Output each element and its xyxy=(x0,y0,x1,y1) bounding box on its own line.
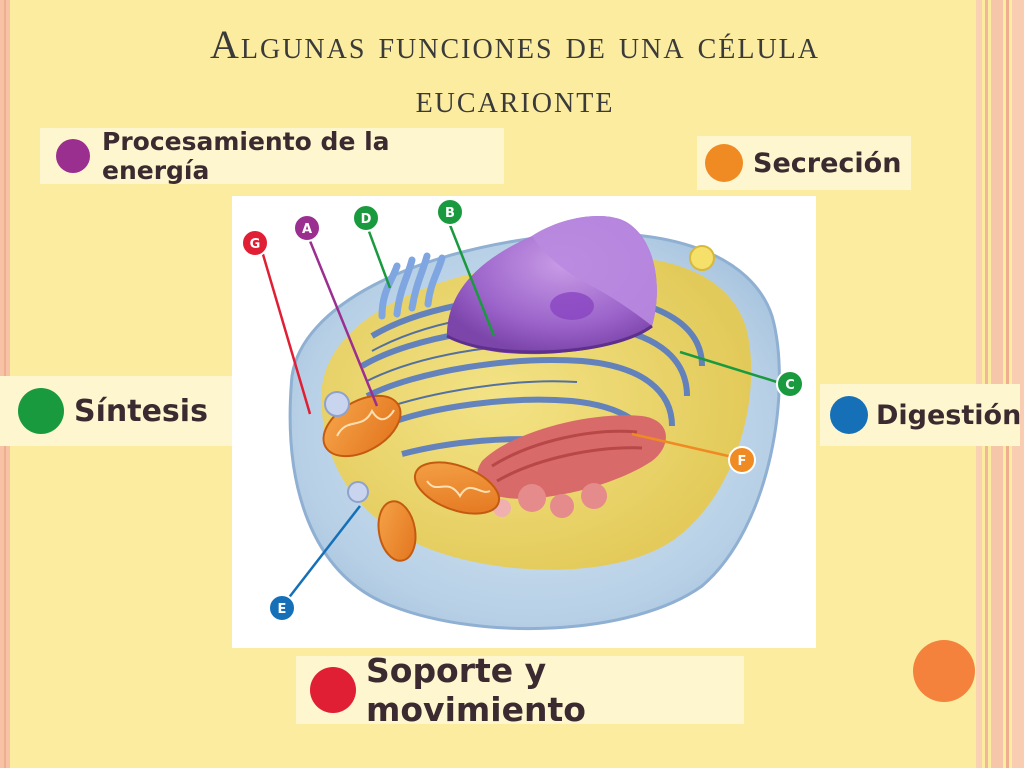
marker-f-letter: F xyxy=(738,454,747,469)
pointer-line-a xyxy=(306,235,379,407)
title-line-1: Algunas funciones de una célula xyxy=(210,22,820,67)
marker-c-letter: C xyxy=(785,378,795,393)
green-dot-icon xyxy=(18,388,64,434)
label-support-text: Soporte y movimiento xyxy=(366,651,586,729)
pointer-line-d xyxy=(365,225,392,289)
label-digestion-text: Digestión xyxy=(876,399,1022,431)
label-secretion: Secreción xyxy=(697,136,911,190)
red-dot-icon xyxy=(310,667,356,713)
pointer-line-f xyxy=(631,432,738,460)
slide-title: Algunas funciones de una célula eucarion… xyxy=(100,18,930,126)
cell-illustration: G A D B C F E xyxy=(232,196,816,648)
marker-e-letter: E xyxy=(278,602,287,617)
blue-dot-icon xyxy=(830,396,868,434)
pointer-line-b xyxy=(446,219,496,337)
marker-b: B xyxy=(436,198,464,226)
marker-g-letter: G xyxy=(250,237,261,252)
marker-a-dot xyxy=(293,214,321,242)
nucleus xyxy=(446,215,657,355)
title-line-2: eucarionte xyxy=(415,76,615,121)
marker-f-dot xyxy=(728,446,756,474)
label-digestion: Digestión xyxy=(820,384,1022,446)
purple-dot-icon xyxy=(56,139,90,173)
marker-e-dot xyxy=(268,594,296,622)
pointer-line-c xyxy=(679,350,778,384)
label-energy-text: Procesamiento de la energía xyxy=(102,127,390,185)
marker-f: F xyxy=(728,446,756,474)
marker-a-letter: A xyxy=(302,222,312,237)
vesicle xyxy=(689,245,715,271)
mitochondria xyxy=(322,394,501,562)
eukaryotic-cell-diagram: G A D B C F E xyxy=(241,198,804,631)
label-synthesis-text: Síntesis xyxy=(74,393,208,429)
marker-b-letter: B xyxy=(445,206,455,221)
label-support-movement: Soporte y movimiento xyxy=(296,651,744,729)
label-secretion-text: Secreción xyxy=(753,147,902,179)
pointer-line-g xyxy=(260,250,312,415)
marker-c-dot xyxy=(776,370,804,398)
marker-b-dot xyxy=(436,198,464,226)
label-energy-processing: Procesamiento de la energía xyxy=(40,127,504,185)
marker-d-letter: D xyxy=(361,212,372,227)
marker-a: A xyxy=(293,214,321,242)
marker-g: G xyxy=(241,229,269,257)
vesicle xyxy=(347,481,369,503)
marker-d-dot xyxy=(352,204,380,232)
pointer-line-e xyxy=(283,505,361,605)
marker-e: E xyxy=(268,594,296,622)
golgi-tubules xyxy=(378,252,446,320)
vesicle xyxy=(324,391,350,417)
label-synthesis: Síntesis xyxy=(0,376,232,446)
pointer-lines xyxy=(260,219,778,605)
marker-d: D xyxy=(352,204,380,232)
orange-dot-icon xyxy=(705,144,743,182)
lysosome-cluster xyxy=(477,415,666,518)
marker-g-dot xyxy=(241,229,269,257)
marker-c: C xyxy=(776,370,804,398)
decorative-orange-circle xyxy=(913,640,975,702)
